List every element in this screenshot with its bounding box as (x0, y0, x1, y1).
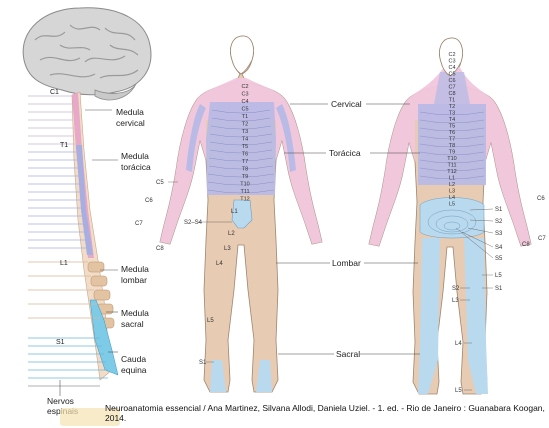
back-seg-l1: L1 (449, 176, 455, 182)
front-label-c6: C6 (145, 198, 153, 204)
front-label-s2s4: S2–S4 (184, 220, 203, 226)
front-seg-t7: T7 (242, 159, 248, 165)
label-medula-cervical-1: Medula (116, 107, 144, 117)
source-caption: Neuroanatomia essencial / Ana Martinez, … (105, 403, 545, 423)
front-seg-t3: T3 (242, 129, 248, 135)
legend-sacral: Sacral (336, 349, 360, 359)
spine-label-s1: S1 (56, 339, 65, 346)
back-seg-t5: T5 (449, 124, 455, 130)
front-seg-c3: C3 (241, 92, 248, 98)
spine-label-l1: L1 (60, 260, 68, 267)
front-label-l3: L3 (224, 246, 231, 252)
back-seg-t11: T11 (447, 163, 456, 169)
front-seg-c5: C5 (241, 107, 248, 113)
back-seg-l5: L5 (449, 202, 455, 208)
label-medula-toracica-1: Medula (121, 151, 149, 161)
back-seg-t9: T9 (449, 150, 455, 156)
legend-toracica: Torácica (329, 148, 361, 158)
back-label-l4: L4 (455, 341, 462, 347)
front-seg-c2: C2 (241, 84, 248, 90)
back-label-s5: S5 (495, 256, 503, 262)
back-seg-c3: C3 (448, 59, 455, 65)
front-seg-t6: T6 (242, 152, 248, 158)
front-seg-c4: C4 (241, 99, 248, 105)
back-seg-t10: T10 (447, 156, 456, 162)
spinal-nerves (28, 96, 75, 144)
label-medula-lombar-1: Medula (121, 264, 149, 274)
back-seg-c7: C7 (448, 85, 455, 91)
back-label-s3: S3 (495, 231, 503, 237)
spine-label-c1: C1 (50, 89, 59, 96)
back-seg-c4: C4 (448, 65, 455, 71)
front-seg-t1: T1 (242, 114, 248, 120)
front-seg-t2: T2 (242, 122, 248, 128)
back-label-s4: S4 (495, 245, 503, 251)
front-label-c5: C5 (156, 180, 164, 186)
front-seg-t8: T8 (242, 167, 248, 173)
front-label-l2: L2 (228, 231, 235, 237)
back-seg-c5: C5 (448, 72, 455, 78)
label-medula-cervical-2: cervical (116, 118, 145, 128)
label-medula-sacral-1: Medula (121, 308, 149, 318)
back-label-s1b: S1 (495, 286, 503, 292)
legend-cervical: Cervical (331, 99, 362, 109)
back-label-l5b: L5 (455, 388, 462, 394)
front-label-l5: L5 (207, 318, 214, 324)
back-seg-t12: T12 (447, 169, 456, 175)
front-seg-t11: T11 (240, 189, 249, 195)
back-seg-l2: L2 (449, 182, 455, 188)
back-seg-l3: L3 (449, 189, 455, 195)
back-seg-t6: T6 (449, 130, 455, 136)
back-seg-l4: L4 (449, 195, 455, 201)
label-medula-sacral-2: sacral (121, 319, 144, 329)
back-label-c6: C6 (537, 196, 545, 202)
front-seg-t5: T5 (242, 144, 248, 150)
back-seg-t7: T7 (449, 137, 455, 143)
front-seg-t9: T9 (242, 174, 248, 180)
back-label-s2: S2 (495, 219, 503, 225)
legend-lombar: Lombar (332, 258, 361, 268)
front-label-c8: C8 (156, 246, 164, 252)
back-seg-c6: C6 (448, 78, 455, 84)
front-seg-t10: T10 (240, 182, 249, 188)
label-cauda-2: equina (121, 365, 147, 375)
back-label-l3: L3 (452, 298, 459, 304)
body-back: C2C3C4C5C6C7C8T1T2T3T4T5T6T7T8T9T10T11T1… (369, 38, 546, 394)
back-label-s1: S1 (495, 207, 503, 213)
spine-label-t1: T1 (60, 142, 68, 149)
front-label-l1: L1 (231, 209, 238, 215)
vertebral-column (72, 92, 118, 380)
back-seg-t1: T1 (449, 98, 455, 104)
back-seg-c8: C8 (448, 91, 455, 97)
front-seg-t4: T4 (242, 137, 248, 143)
front-label-s1: S1 (199, 360, 207, 366)
back-seg-t2: T2 (449, 104, 455, 110)
back-label-c7: C7 (538, 236, 546, 242)
brain-image (23, 8, 151, 100)
back-seg-t4: T4 (449, 117, 455, 123)
front-label-l4: L4 (216, 261, 223, 267)
spinal-cord-illustration: C1 T1 L1 S1 Medula cervical Medula torác… (23, 8, 151, 416)
label-nervos-1: Nervos (47, 396, 74, 406)
front-seg-t12: T12 (240, 197, 249, 203)
label-cauda-1: Cauda (121, 354, 146, 364)
front-label-c7: C7 (135, 221, 143, 227)
back-seg-t8: T8 (449, 143, 455, 149)
back-seg-t3: T3 (449, 111, 455, 117)
label-medula-lombar-2: lombar (121, 275, 147, 285)
back-label-l5: L5 (495, 273, 502, 279)
back-label-c8: C8 (522, 242, 530, 248)
label-medula-toracica-2: torácica (121, 162, 151, 172)
back-seg-c2: C2 (448, 52, 455, 58)
back-label-s2b: S2 (452, 286, 460, 292)
